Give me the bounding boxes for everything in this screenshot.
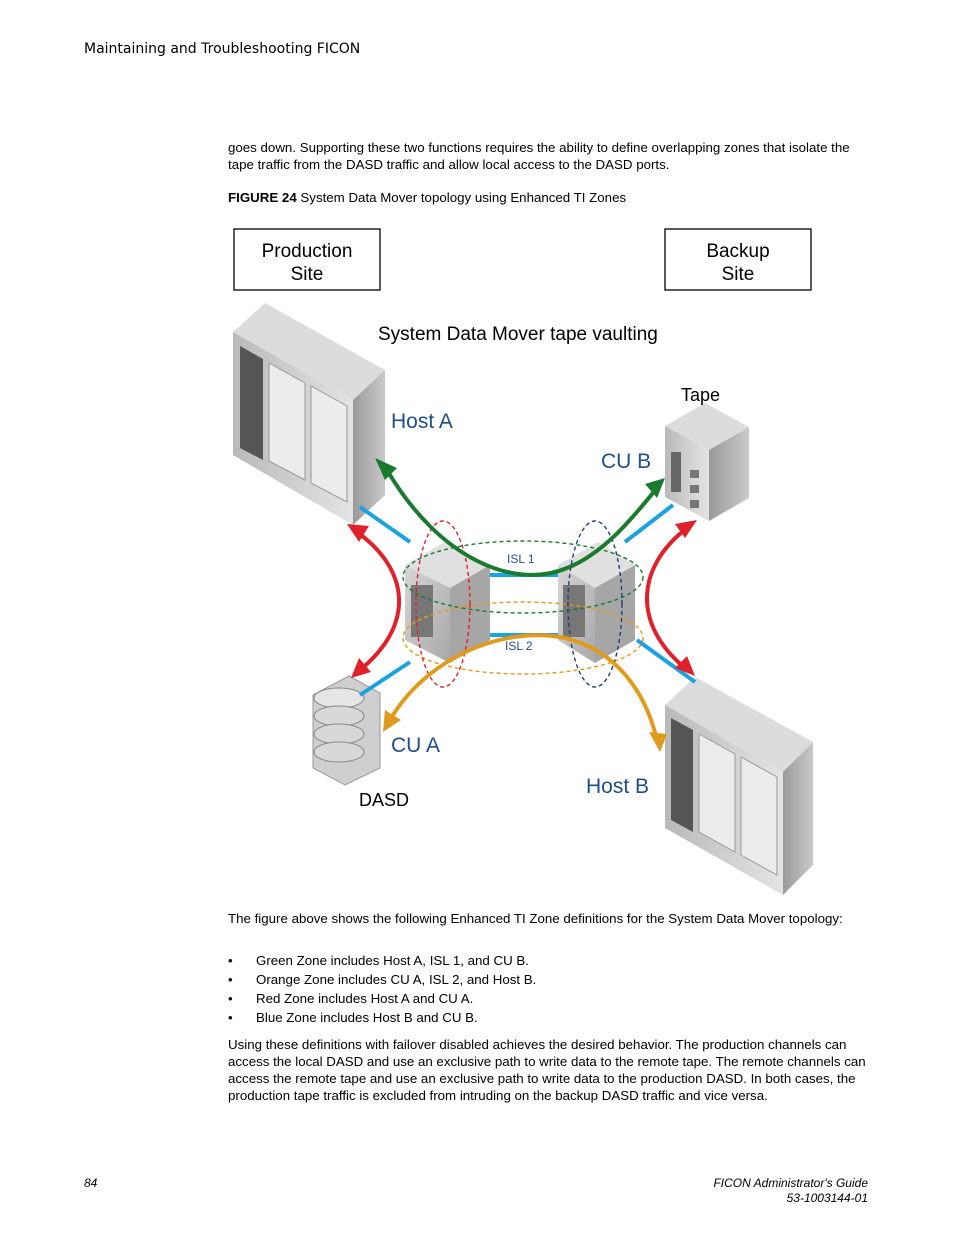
bullet-marker: • xyxy=(228,953,233,968)
bullet-text: Green Zone includes Host A, ISL 1, and C… xyxy=(256,953,529,968)
running-header: Maintaining and Troubleshooting FICON xyxy=(84,41,361,57)
doc-title: FICON Administrator's Guide xyxy=(713,1176,868,1190)
bullet-marker: • xyxy=(228,991,233,1006)
green-path-arrow xyxy=(375,458,665,577)
intro-paragraph: goes down. Supporting these two function… xyxy=(228,140,850,172)
figure-caption-text: System Data Mover topology using Enhance… xyxy=(300,190,627,205)
topology-diagram: Production Site Backup Site System Data … xyxy=(233,228,813,895)
isl2-label: ISL 2 xyxy=(505,639,533,653)
bullet-marker: • xyxy=(228,972,233,987)
bullet-marker: • xyxy=(228,1010,233,1025)
isl1-label: ISL 1 xyxy=(507,552,535,566)
description-paragraph: The figure above shows the following Enh… xyxy=(228,911,843,926)
host-a-label: Host A xyxy=(391,410,453,433)
host-b-rack-icon xyxy=(665,677,813,895)
tape-label: Tape xyxy=(681,385,720,405)
red-right-arrow xyxy=(645,520,697,676)
list-item: • Red Zone includes Host A and CU A. xyxy=(228,990,536,1009)
tape-library-icon xyxy=(665,403,749,521)
orange-zone-ellipse xyxy=(402,601,644,675)
zone-definition-list: • Green Zone includes Host A, ISL 1, and … xyxy=(228,952,536,1028)
closing-paragraph: Using these definitions with failover di… xyxy=(228,1037,866,1103)
figure-caption: FIGURE 24 System Data Mover topology usi… xyxy=(228,189,626,206)
backup-site-box: Backup Site xyxy=(664,228,812,291)
production-site-box: Production Site xyxy=(233,228,381,291)
host-a-rack-icon xyxy=(233,303,385,525)
cu-a-label: CU A xyxy=(391,734,440,757)
page-number: 84 xyxy=(84,1176,98,1190)
switch-right-icon xyxy=(558,542,635,663)
list-item: • Orange Zone includes CU A, ISL 2, and H… xyxy=(228,971,536,990)
bullet-text: Red Zone includes Host A and CU A. xyxy=(256,991,474,1006)
green-zone-ellipse xyxy=(402,540,644,614)
dasd-storage-icon xyxy=(312,675,381,786)
host-b-label: Host B xyxy=(586,775,649,798)
footer-doc-info: FICON Administrator's Guide 53-1003144-0… xyxy=(713,1176,868,1206)
red-left-arrow xyxy=(347,524,401,678)
list-item: • Blue Zone includes Host B and CU B. xyxy=(228,1009,536,1028)
backup-site-line1: Backup xyxy=(706,241,769,262)
red-zone-ellipse xyxy=(415,520,471,688)
diagram-title: System Data Mover tape vaulting xyxy=(378,324,658,345)
dasd-label: DASD xyxy=(359,790,409,810)
orange-path-arrow xyxy=(383,633,667,752)
backup-site-line2: Site xyxy=(722,264,755,285)
doc-number: 53-1003144-01 xyxy=(786,1191,868,1205)
figure-label: FIGURE 24 xyxy=(228,190,297,205)
blue-zone-ellipse xyxy=(567,520,623,688)
production-site-line1: Production xyxy=(262,241,353,262)
bullet-text: Blue Zone includes Host B and CU B. xyxy=(256,1010,478,1025)
production-site-line2: Site xyxy=(291,264,324,285)
list-item: • Green Zone includes Host A, ISL 1, and … xyxy=(228,952,536,971)
bullet-text: Orange Zone includes CU A, ISL 2, and Ho… xyxy=(256,972,537,987)
cu-b-label: CU B xyxy=(601,450,651,473)
